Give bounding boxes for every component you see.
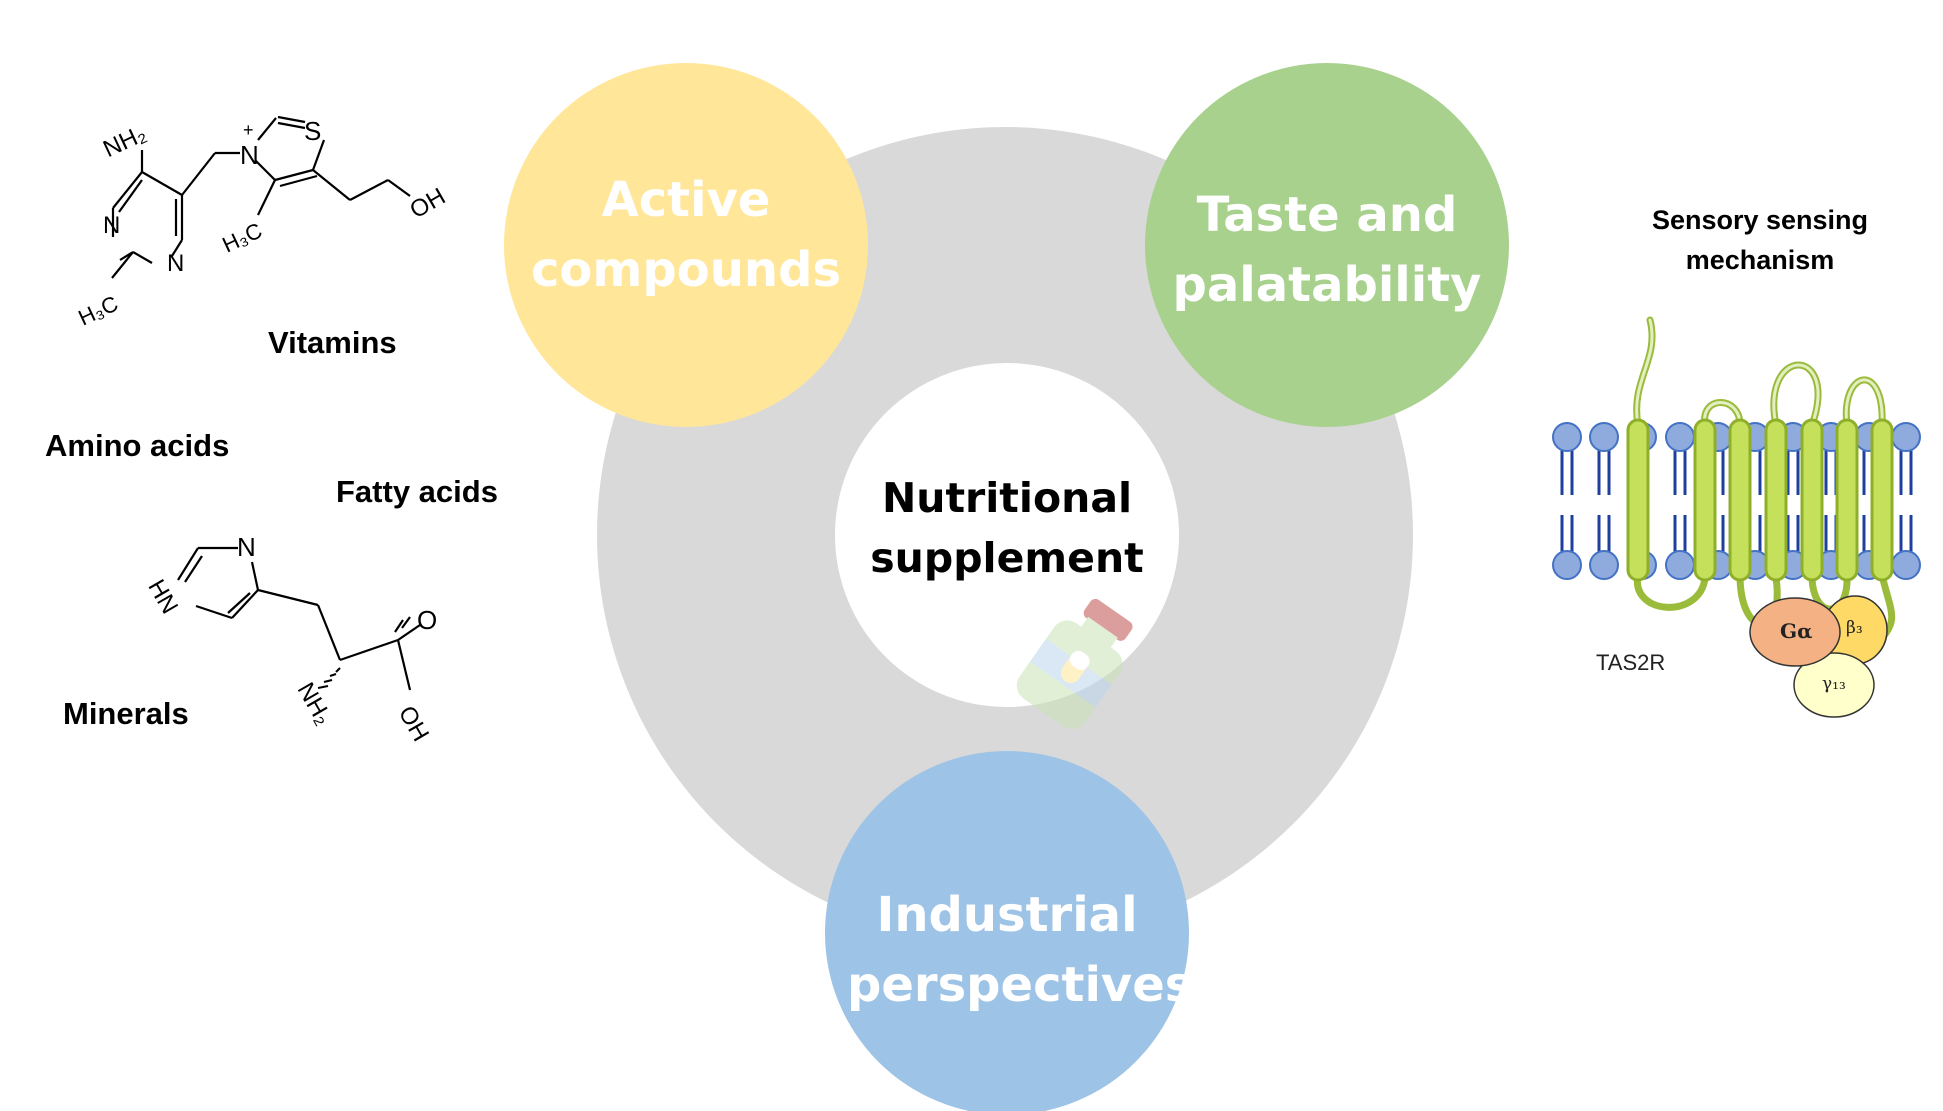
thiamine-structure [111, 115, 411, 279]
histidine-structure [177, 546, 421, 691]
atom-n-imidazole: N [237, 532, 256, 562]
sensory-mechanism-title: Sensory sensing mechanism [1651, 205, 1869, 275]
active-compounds-label: Active compounds [530, 172, 842, 298]
atom-o: O [417, 605, 438, 635]
supplement-bottle-icon [1016, 598, 1133, 730]
g-alpha-label: Gα [1780, 619, 1813, 643]
membrane-receptor-illustration [1552, 316, 1921, 718]
active-compounds-circle [504, 63, 868, 427]
atom-n-ring2: N [167, 250, 185, 277]
gamma-label: γ₁₃ [1822, 674, 1846, 694]
amino-acids-label: Amino acids [45, 428, 230, 463]
atom-plus: + [243, 120, 254, 140]
g-alpha-subunit [1749, 597, 1841, 667]
industrial-perspectives-label: Industrial perspectives [847, 887, 1194, 1013]
center-label: Nutritional supplement [870, 474, 1144, 582]
atom-n-plus: N [240, 140, 259, 170]
atom-n-ring1: N [103, 212, 121, 239]
fatty-acids-label: Fatty acids [336, 474, 498, 509]
taste-palatability-label: Taste and palatability [1172, 187, 1482, 313]
beta-label: β₃ [1846, 618, 1863, 638]
minerals-label: Minerals [63, 696, 189, 731]
taste-palatability-circle [1145, 63, 1509, 427]
gamma-subunit [1793, 652, 1875, 718]
atom-s: S [304, 116, 322, 146]
vitamins-label: Vitamins [268, 325, 397, 360]
industrial-perspectives-circle [825, 751, 1189, 1111]
tas2r-label: TAS2R [1596, 650, 1666, 675]
